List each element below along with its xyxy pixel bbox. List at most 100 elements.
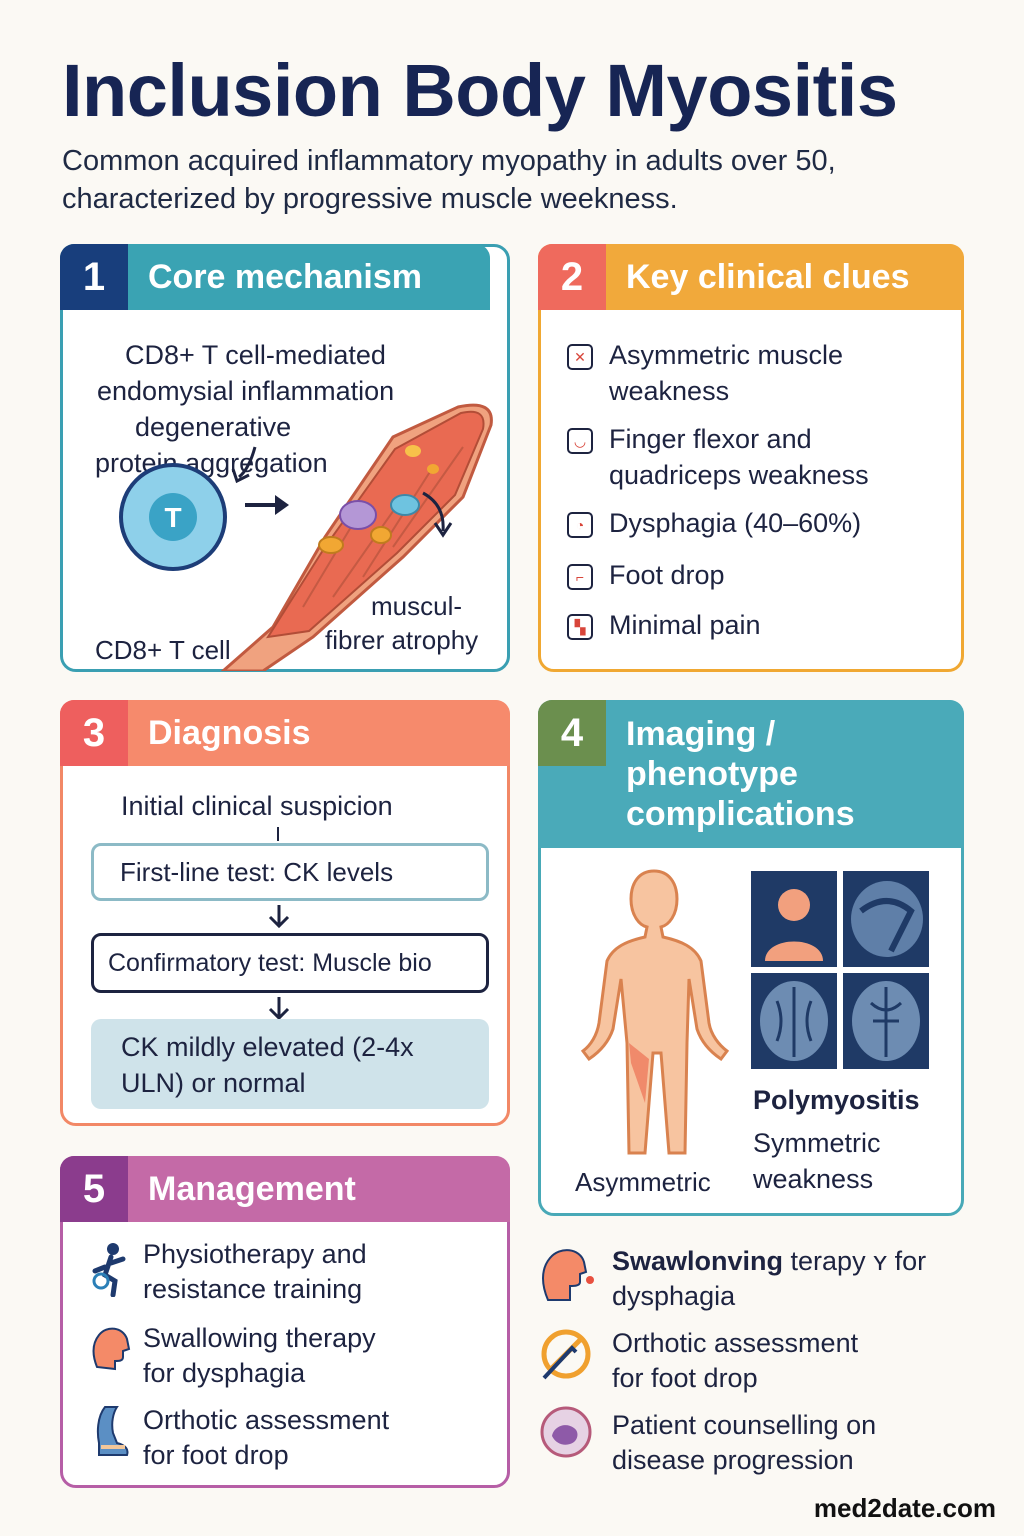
t-cell-letter: T [164, 502, 181, 533]
management-text: for foot drop [143, 1440, 289, 1470]
panel-header: 2 Key clinical clues [538, 244, 964, 310]
head-icon [92, 1327, 131, 1371]
clue-item: ⌐ Foot drop [567, 557, 725, 593]
arrow-down-icon [268, 905, 290, 929]
no-orthotic-icon [541, 1329, 591, 1380]
panel-header: 4 Imaging / phenotype complications [538, 700, 964, 848]
extra-text: Patient counselling on [612, 1410, 877, 1440]
panel-core-mechanism: 1 Core mechanism CD8+ T cell-mediated en… [60, 244, 510, 672]
orthotic-icon [96, 1406, 129, 1456]
panel-number: 5 [60, 1156, 128, 1222]
mechanism-line: CD8+ T cell-mediated [125, 340, 386, 370]
panel-number: 4 [538, 700, 606, 766]
clue-text: Foot drop [609, 560, 725, 590]
management-item: Swallowing therapy for dysphagia [143, 1321, 376, 1391]
arrow-down-icon [268, 997, 290, 1021]
atrophy-label: fibrer atrophy [325, 625, 478, 655]
mechanism-line: degenerative [135, 412, 292, 442]
title-line: complications [626, 795, 855, 833]
panel-clinical-clues: 2 Key clinical clues ✕ Asymmetric muscle… [538, 244, 964, 672]
t-cell-label: CD8+ T cell [95, 635, 231, 665]
clue-text: Minimal pain [609, 610, 761, 640]
panel-imaging: 4 Imaging / phenotype complications Asym… [538, 700, 964, 1216]
extra-item-counselling: Patient counselling on disease progressi… [612, 1408, 876, 1478]
clue-text: Finger flexor and [609, 424, 812, 454]
subtitle-line-1: Common acquired inflammatory myopathy in… [62, 145, 836, 177]
mechanism-illustration: T CD8+ T cell muscul- fibrer atrophy [95, 403, 493, 671]
mechanism-line: protein aggregation [95, 448, 328, 478]
body-figure-icon [580, 869, 730, 1155]
flow-connector [277, 827, 279, 841]
management-item: Orthotic assessment for foot drop [143, 1403, 389, 1473]
panel-management: 5 Management Physiotherapy and resistanc… [60, 1156, 510, 1488]
mechanism-line: endomysial inflammation [97, 376, 395, 406]
asymmetric-label: Asymmetric [575, 1167, 711, 1197]
panel-diagnosis: 3 Diagnosis Initial clinical suspicion F… [60, 700, 510, 1126]
flow-step-text: First-line test: CK levels [120, 856, 394, 887]
panel-header: 5 Management [60, 1156, 510, 1222]
finger-icon: ◡ [567, 428, 593, 454]
panel-header: 3 Diagnosis [60, 700, 510, 766]
management-text: Physiotherapy and [143, 1239, 367, 1269]
title-line: phenotype [626, 755, 798, 793]
mri-scans-icon [751, 871, 929, 1069]
panel-title: Key clinical clues [626, 258, 910, 296]
arrow-icon [238, 446, 257, 479]
management-text: for dysphagia [143, 1358, 306, 1388]
swallow-head-icon [542, 1249, 594, 1301]
t-cell-icon: T [119, 463, 227, 571]
panel-title: Diagnosis [148, 714, 311, 752]
panel-title: Imaging / phenotype complications [606, 700, 946, 834]
flow-step-text: Confirmatory test: Muscle bio [108, 948, 432, 977]
brand-label: med2date.com [813, 1493, 996, 1523]
panel-title: Management [148, 1170, 356, 1208]
extra-item-orthotic: Orthotic assessment for foot drop [612, 1326, 858, 1396]
title-line: Imaging / [626, 715, 776, 753]
atrophy-label: muscul- [371, 591, 462, 621]
extra-text: disease progression [612, 1445, 854, 1475]
management-text: resistance training [143, 1274, 363, 1304]
extra-text: Orthotic assessment [612, 1328, 859, 1358]
result-text: ULN) or normal [121, 1068, 306, 1098]
flow-step-ck: First-line test: CK levels [91, 843, 489, 901]
panel-number: 2 [538, 244, 606, 310]
panel-number: 1 [60, 244, 128, 310]
extra-text-bold: Swawlonving [612, 1246, 784, 1276]
extra-item-swallowing: Swawlonving terapy ʏ for dysphagia [612, 1244, 926, 1314]
poly-text: Symmetric [753, 1128, 881, 1158]
panel-header: 1 Core mechanism [60, 244, 490, 310]
foot-icon: ⌐ [567, 564, 593, 590]
flow-step-biopsy: Confirmatory test: Muscle bio [91, 933, 489, 993]
cross-icon: ✕ [567, 344, 593, 370]
clue-item: ◡ Finger flexor and quadriceps weakness [567, 421, 869, 493]
diagnosis-result: CK mildly elevated (2-4x ULN) or normal [91, 1019, 489, 1109]
clue-item: ▚ Minimal pain [567, 607, 761, 643]
management-text: Orthotic assessment [143, 1405, 390, 1435]
poly-text: weakness [753, 1164, 874, 1194]
muscle-fiber-icon [220, 403, 493, 671]
clue-text: Dysphagia (40–60%) [609, 508, 862, 538]
diagnosis-suspicion: Initial clinical suspicion [121, 791, 393, 821]
throat-icon: ◔ [567, 512, 593, 538]
extra-text: terapy ʏ for [783, 1246, 927, 1276]
polymyositis-title: Polymyositis [753, 1085, 920, 1115]
pain-icon: ▚ [567, 614, 593, 640]
clue-text: quadriceps weakness [609, 460, 869, 490]
polymyositis-desc: Symmetric weakness [753, 1125, 881, 1197]
clue-text: Asymmetric muscle [609, 340, 844, 370]
clue-item: ✕ Asymmetric muscle weakness [567, 337, 843, 409]
exercise-icon [92, 1243, 126, 1297]
clue-item: ◔ Dysphagia (40–60%) [567, 505, 861, 541]
management-item: Physiotherapy and resistance training [143, 1237, 367, 1307]
extra-text: dysphagia [612, 1281, 736, 1311]
counselling-icon [540, 1406, 592, 1458]
subtitle-line-2: characterized by progressive muscle week… [62, 183, 678, 215]
page-subtitle: Common acquired inflammatory myopathy in… [62, 142, 982, 218]
result-text: CK mildly elevated (2-4x [121, 1032, 414, 1062]
panel-title: Core mechanism [148, 258, 422, 296]
management-text: Swallowing therapy [143, 1323, 376, 1353]
page-title: Inclusion Body Myositis [62, 49, 898, 132]
arrow-icon [422, 491, 445, 532]
clue-text: weakness [609, 376, 730, 406]
panel-number: 3 [60, 700, 128, 766]
